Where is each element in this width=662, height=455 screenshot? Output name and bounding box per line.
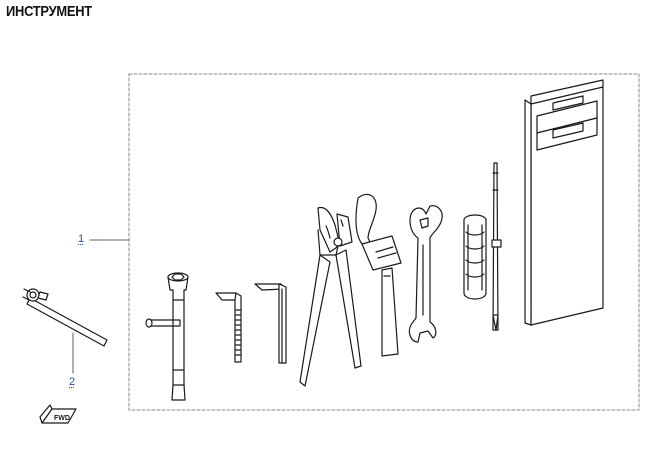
part-2-wrench[interactable] <box>22 288 108 347</box>
page-title: ИНСТРУМЕНТ <box>6 3 92 20</box>
fwd-label: FWD <box>54 415 70 422</box>
tool-open-end-spanner[interactable] <box>408 205 443 343</box>
tool-box-wrench[interactable] <box>145 272 189 401</box>
direction-arrow-icon: FWD <box>39 404 77 424</box>
tool-screwdriver-handle[interactable] <box>463 214 487 300</box>
tool-kit-frame <box>128 73 640 411</box>
tool-bag[interactable] <box>524 79 604 326</box>
tool-pliers[interactable] <box>299 206 362 387</box>
tool-hex-key-threaded[interactable] <box>215 292 242 363</box>
tool-adjustable-wrench[interactable] <box>355 193 402 357</box>
callout-1-label[interactable]: 1 <box>78 233 85 245</box>
callout-2-label[interactable]: 2 <box>69 376 76 388</box>
tool-hex-key[interactable] <box>254 283 287 364</box>
tool-screwdriver-bit[interactable] <box>491 162 502 331</box>
